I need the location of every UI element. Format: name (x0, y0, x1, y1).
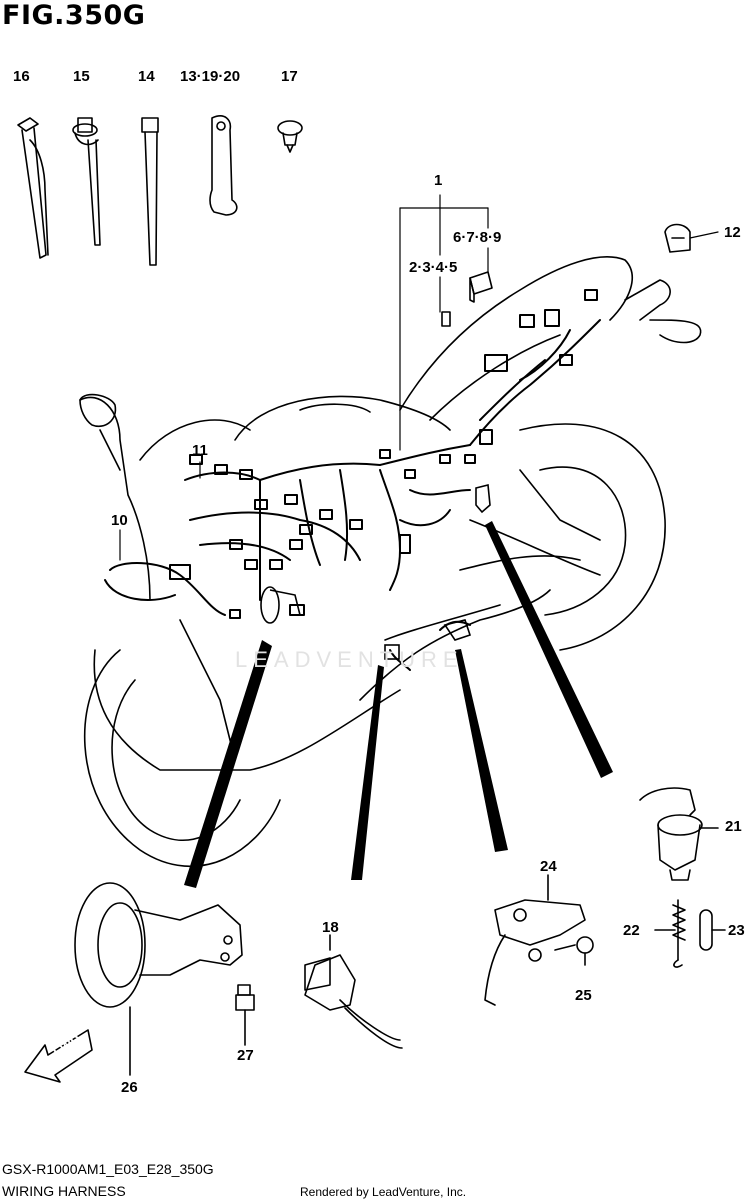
spring-22-icon[interactable] (654, 899, 686, 968)
callout-23[interactable]: 23 (728, 922, 745, 939)
callout-15[interactable]: 15 (73, 68, 90, 85)
leader-lines-1 (119, 194, 719, 561)
sensor-18-icon[interactable] (304, 934, 403, 1049)
callout-21[interactable]: 21 (725, 818, 742, 835)
callout-18[interactable]: 18 (322, 919, 339, 936)
callout-25[interactable]: 25 (575, 987, 592, 1004)
relay-6-icon[interactable] (469, 271, 493, 303)
clamp-15-icon[interactable] (72, 117, 101, 246)
callout-24[interactable]: 24 (540, 858, 557, 875)
bolt-27-icon[interactable] (235, 984, 255, 1046)
strap-13-icon[interactable] (209, 115, 238, 216)
callout-6-7-8-9[interactable]: 6·7·8·9 (453, 229, 502, 246)
callout-27[interactable]: 27 (237, 1047, 254, 1064)
callout-1[interactable]: 1 (434, 172, 443, 189)
callout-22[interactable]: 22 (623, 922, 640, 939)
callout-13-19-20[interactable]: 13·19·20 (180, 68, 241, 85)
credit-text: Rendered by LeadVenture, Inc. (300, 1185, 467, 1199)
callout-2-3-4-5[interactable]: 2·3·4·5 (409, 259, 458, 276)
callout-12[interactable]: 12 (724, 224, 741, 241)
sleeve-23-icon[interactable] (699, 909, 726, 951)
switch-24-icon[interactable] (484, 874, 586, 1006)
pointer-wedges (184, 521, 613, 888)
callout-26[interactable]: 26 (121, 1079, 138, 1096)
callout-17[interactable]: 17 (281, 68, 298, 85)
motorcycle-outline (79, 256, 702, 868)
horn-26-icon[interactable] (74, 882, 243, 1076)
clip-12-icon[interactable] (664, 223, 691, 253)
callout-14[interactable]: 14 (138, 68, 155, 85)
bolt-25-icon[interactable] (554, 936, 594, 966)
watermark: LEADVENTURE (235, 647, 464, 672)
cable-tie-14-icon[interactable] (141, 117, 159, 266)
figure-name: WIRING HARNESS (2, 1183, 126, 1199)
callout-10[interactable]: 10 (111, 512, 128, 529)
clip-17-icon[interactable] (277, 120, 303, 153)
switch-21-icon[interactable] (639, 787, 719, 881)
pointer-source-parts (260, 483, 491, 660)
callout-11[interactable]: 11 (192, 442, 208, 459)
fuse-2-icon[interactable] (441, 311, 451, 327)
model-code: GSX-R1000AM1_E03_E28_350G (2, 1161, 214, 1177)
figure-title: FIG.350G (2, 0, 146, 31)
wiring-harness (104, 289, 601, 671)
callout-16[interactable]: 16 (13, 68, 30, 85)
fwd-arrow-icon (24, 1029, 93, 1083)
cable-tie-16-icon[interactable] (17, 117, 49, 259)
